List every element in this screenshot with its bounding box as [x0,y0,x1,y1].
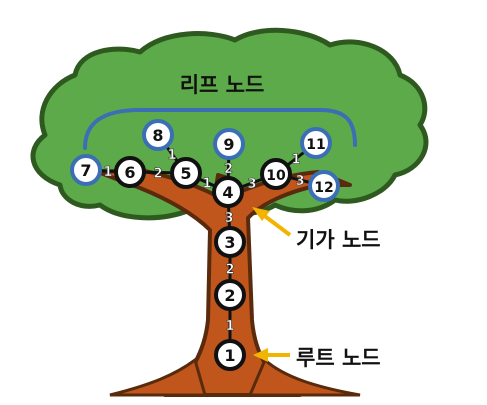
node-circle-8 [142,119,174,151]
node-10: 10 [260,158,292,190]
edge-weight-1-2: 1 [225,319,234,334]
node-circle-12 [308,170,340,202]
node-circle-6 [114,156,146,188]
node-12: 12 [308,170,340,202]
node-label-8: 8 [152,126,163,145]
node-1: 1 [214,339,246,371]
node-label-11: 11 [306,137,325,153]
leaf-nodes-label: 리프 노드 [180,73,265,97]
node-circle-3 [214,226,246,258]
node-label-1: 1 [224,346,235,365]
edge-weight-4-5: 1 [202,177,211,192]
node-circle-5 [170,157,202,189]
trunk-root-right [247,357,361,397]
node-11: 11 [300,127,332,159]
node-label-4: 4 [222,183,233,202]
node-6: 6 [114,156,146,188]
edge-weight-5-6: 2 [153,167,162,182]
branch-nodes-label: 기가 노드 [296,228,381,252]
node-circle-2 [214,279,246,311]
node-circle-4 [212,176,244,208]
edge-weight-2-3: 2 [225,263,234,278]
node-label-10: 10 [266,168,286,184]
node-circle-10 [260,158,292,190]
node-label-12: 12 [314,180,333,196]
edge-weight-4-10: 3 [247,177,256,192]
node-8: 8 [142,119,174,151]
node-label-2: 2 [224,286,235,305]
node-circle-7 [70,154,102,186]
node-label-6: 6 [124,163,135,182]
node-circle-9 [213,128,245,160]
edge-weight-10-12: 3 [295,174,304,189]
trunk-root-left [109,357,207,397]
edge-weight-10-11: 1 [291,153,300,168]
node-9: 9 [213,128,245,160]
node-7: 7 [70,154,102,186]
node-circle-1 [214,339,246,371]
node-label-3: 3 [224,233,235,252]
edge-weight-5-8: 1 [167,148,176,163]
leaf-bracket [83,108,357,150]
node-label-5: 5 [180,164,191,183]
arrow-root-head [253,348,268,362]
edge-weight-4-9: 2 [224,162,233,177]
node-2: 2 [214,279,246,311]
node-label-7: 7 [80,161,91,180]
arrow-branch [260,212,292,237]
edge-weight-3-4: 3 [224,211,233,226]
arrow-branch-head [252,207,270,221]
root-node-label: 루트 노드 [296,346,381,370]
node-label-9: 9 [223,135,234,154]
node-circle-11 [300,127,332,159]
node-3: 3 [214,226,246,258]
node-4: 4 [212,176,244,208]
edge-weight-6-7: 1 [103,165,112,180]
node-5: 5 [170,157,202,189]
